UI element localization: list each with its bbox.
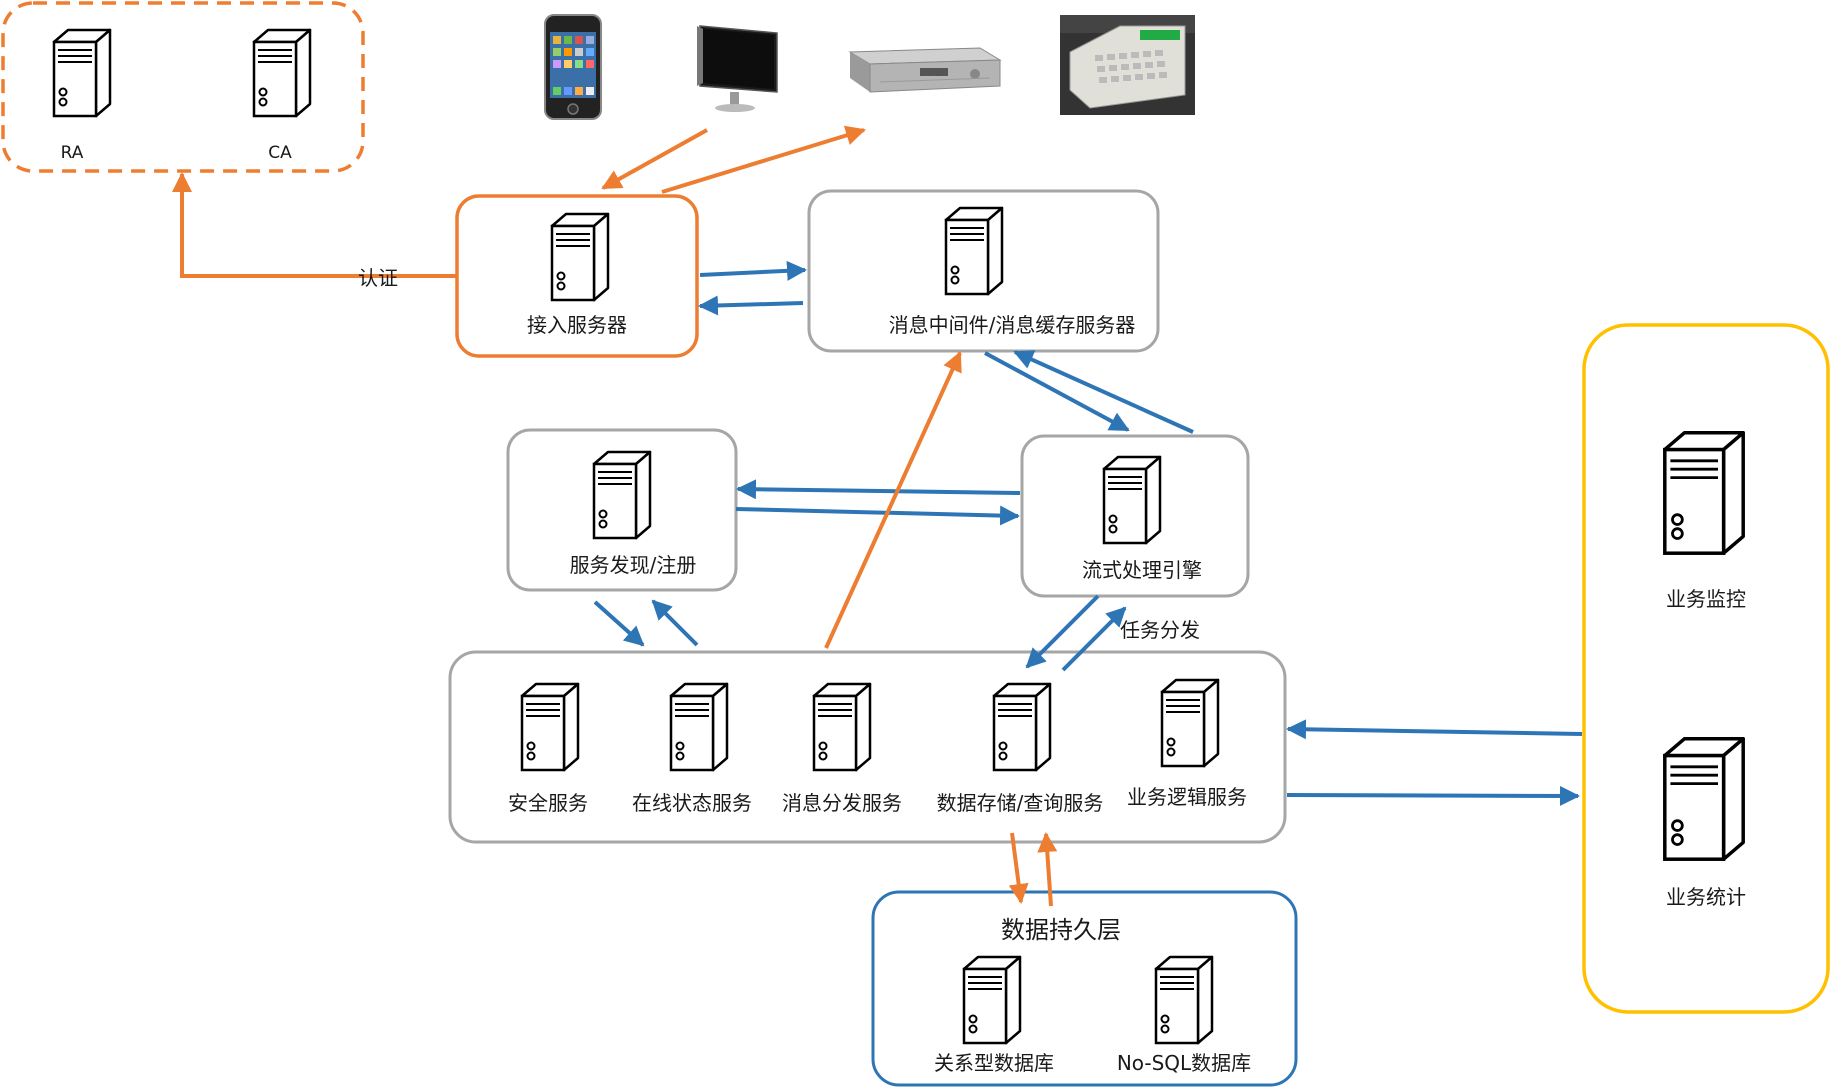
data-storage-service-server-icon — [992, 682, 1052, 772]
relational-db-server-icon — [962, 955, 1022, 1045]
smartphone-icon — [544, 14, 602, 120]
access-server-label: 接入服务器 — [527, 313, 627, 337]
relational-db-label: 关系型数据库 — [934, 1051, 1054, 1075]
monitor-icon — [697, 25, 778, 112]
access-to-middleware-arrow — [699, 260, 807, 281]
pki-group-border — [1, 1, 365, 173]
message-middleware-box: 消息中间件/消息缓存服务器 — [807, 189, 1160, 353]
services-to-business-arrow — [1286, 785, 1580, 806]
ca-server-icon — [252, 28, 312, 118]
security-service-label: 安全服务 — [508, 791, 588, 815]
stream-engine-server-icon — [1102, 455, 1162, 545]
business-statistics-server-icon — [1663, 737, 1745, 861]
business-statistics-label: 业务统计 — [1666, 885, 1746, 909]
persistence-box: 数据持久层 关系型数据库 No-SQL数据库 — [871, 890, 1298, 1087]
services-to-stream-arrow — [1061, 606, 1127, 672]
nosql-db-server-icon — [1154, 955, 1214, 1045]
pki-group: RA CA — [1, 1, 365, 173]
service-discovery-server-icon — [592, 450, 652, 540]
message-dispatch-service-server-icon — [812, 682, 872, 772]
stream-to-services-arrow — [1025, 594, 1100, 669]
storage-to-persistence-arrow — [1008, 832, 1029, 904]
business-to-services-arrow — [1286, 719, 1583, 740]
task-dispatch-edge-label: 任务分发 — [1120, 618, 1200, 642]
discovery-to-services-arrow — [593, 600, 645, 647]
auth-connector — [172, 172, 457, 278]
middleware-to-access-arrow — [698, 295, 804, 316]
service-discovery-box: 服务发现/注册 — [506, 428, 738, 592]
persistence-title: 数据持久层 — [1001, 916, 1121, 944]
business-logic-service-label: 业务逻辑服务 — [1127, 785, 1247, 809]
stream-to-discovery-arrow — [736, 479, 1021, 500]
business-box: 业务监控 业务统计 — [1582, 323, 1830, 1014]
device-to-access-arrow — [601, 128, 708, 190]
message-middleware-label: 消息中间件/消息缓存服务器 — [889, 313, 1136, 337]
business-border — [1582, 323, 1830, 1014]
online-status-service-label: 在线状态服务 — [632, 791, 752, 815]
business-monitor-label: 业务监控 — [1666, 587, 1746, 611]
client-devices — [544, 14, 1195, 120]
ra-server-icon — [52, 28, 112, 118]
message-dispatch-service-label: 消息分发服务 — [782, 791, 902, 815]
set-top-box-icon — [848, 47, 1002, 93]
stream-to-middleware-arrow — [1013, 350, 1194, 434]
services-box: 安全服务 在线状态服务 消息分发服务 数据存储/查询服务 业务逻辑服务 — [448, 650, 1287, 844]
message-middleware-server-icon — [944, 206, 1004, 296]
access-server-icon — [550, 212, 610, 302]
data-storage-service-label: 数据存储/查询服务 — [937, 791, 1104, 815]
auth-edge-label: 认证 — [358, 266, 398, 290]
online-status-service-server-icon — [669, 682, 729, 772]
business-monitor-server-icon — [1663, 431, 1745, 555]
pos-terminal-icon — [1060, 15, 1195, 115]
ca-label: CA — [268, 143, 292, 163]
middleware-to-stream-arrow — [984, 351, 1130, 432]
connectors — [172, 125, 1583, 907]
discovery-to-stream-arrow — [735, 505, 1020, 526]
business-logic-service-server-icon — [1160, 678, 1220, 768]
ra-label: RA — [61, 143, 84, 163]
security-service-server-icon — [520, 682, 580, 772]
access-to-device-arrow — [661, 125, 866, 194]
stream-engine-box: 流式处理引擎 — [1020, 434, 1250, 598]
stream-engine-label: 流式处理引擎 — [1082, 558, 1202, 582]
nosql-db-label: No-SQL数据库 — [1117, 1051, 1251, 1075]
services-to-discovery-arrow — [651, 599, 699, 647]
dispatch-to-middleware-arrow — [824, 351, 962, 649]
service-discovery-label: 服务发现/注册 — [570, 553, 697, 577]
access-server-box: 接入服务器 — [455, 194, 699, 358]
persistence-to-storage-arrow — [1037, 832, 1058, 907]
